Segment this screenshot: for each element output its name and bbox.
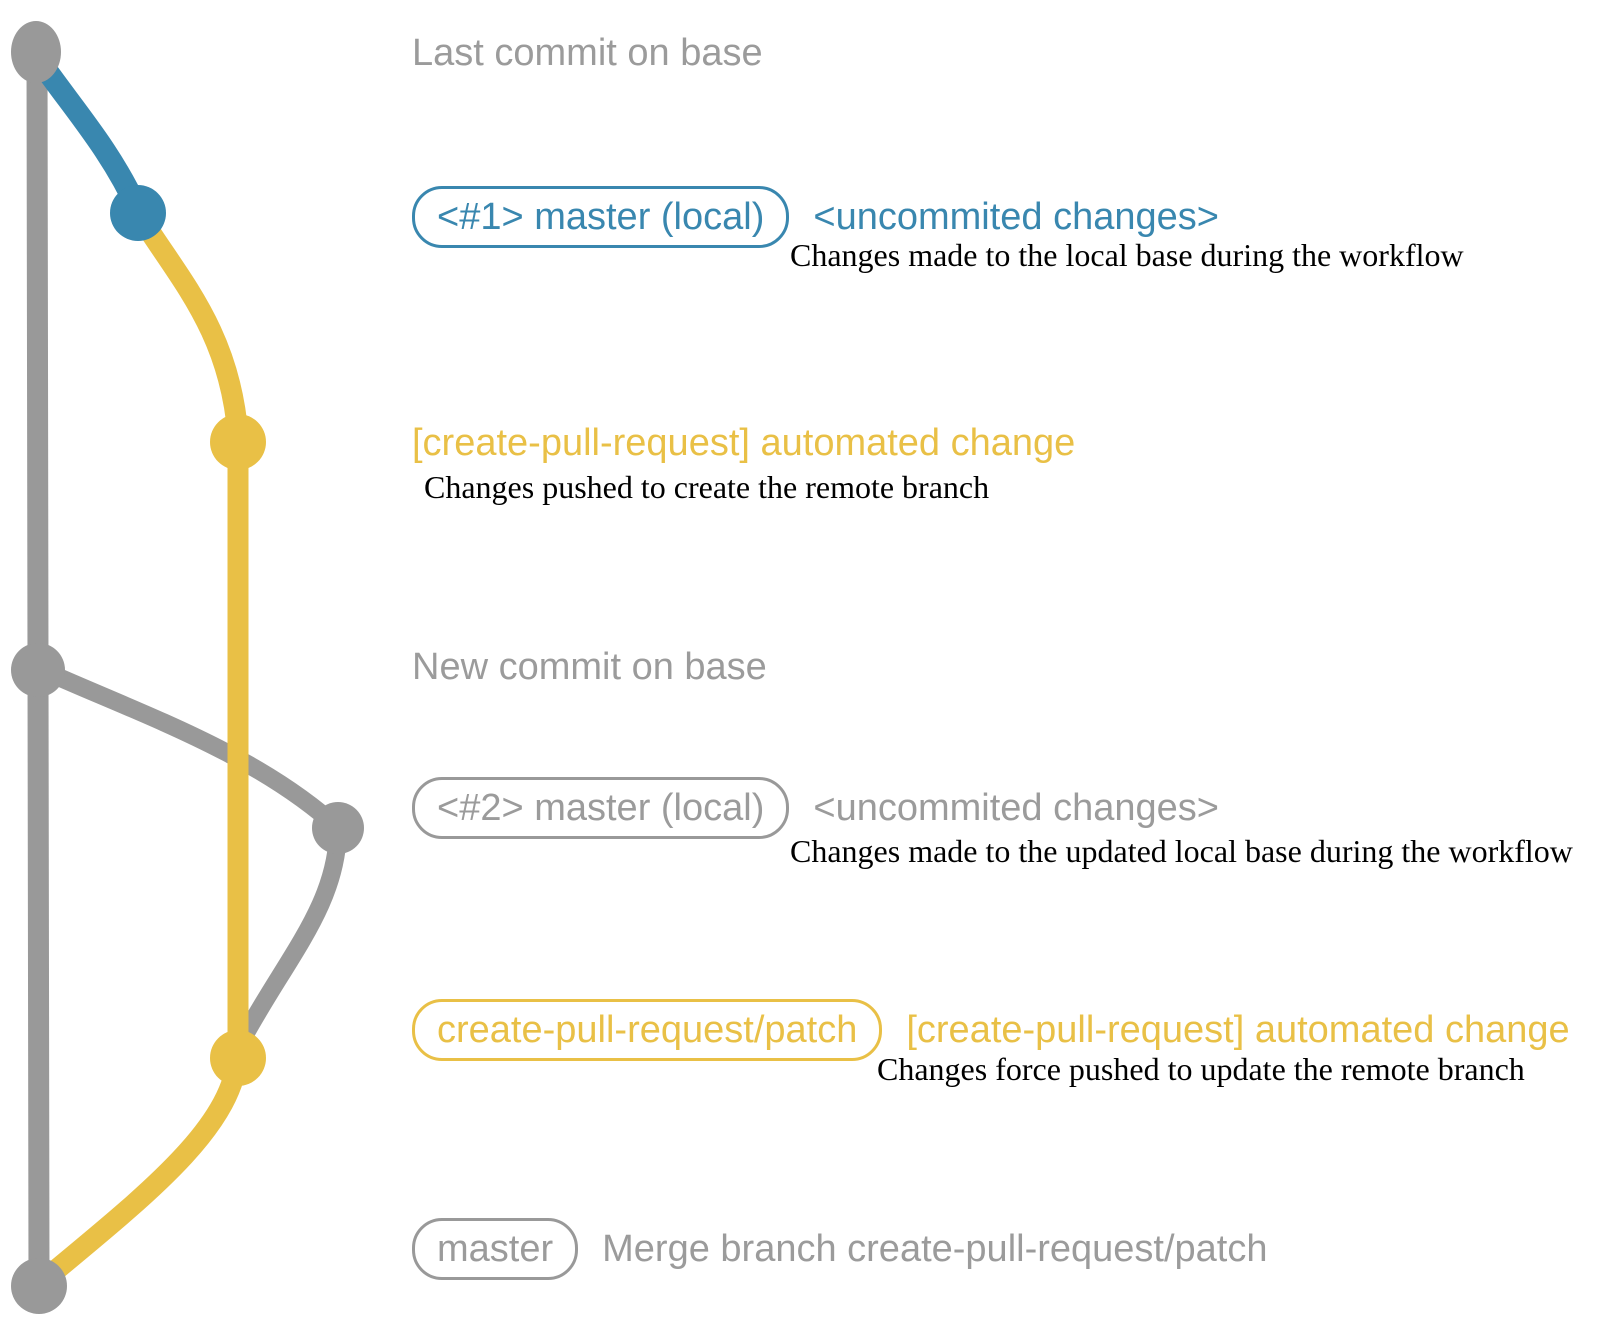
push1-description: Changes pushed to create the remote bran… [424,469,990,505]
local-branch-2-curve [29,659,348,1051]
push2-description: Changes force pushed to update the remot… [877,1051,1525,1087]
push1-message: [create-pull-request] automated change [412,422,1076,464]
label-last-commit-on-base: Last commit on base [412,34,763,72]
branch-badge-master-local-1: <#1> master (local) [412,186,790,248]
commit1-message: <uncommited changes> [813,196,1219,238]
label-new-commit-on-base: New commit on base [412,648,767,686]
label-patch-commit-2: create-pull-request/patch [create-pull-r… [412,999,1570,1061]
local-branch-1-curve [27,47,149,221]
label-local-commit-2: <#2> master (local) <uncommited changes> [412,777,1219,839]
commit-node-merge [11,1258,67,1314]
new-commit-title: New commit on base [412,646,767,688]
commit-node-patch-2 [210,1030,266,1086]
commit2-description: Changes made to the updated local base d… [790,833,1573,869]
commit-node-patch-1 [210,414,266,470]
last-commit-title: Last commit on base [412,32,763,74]
branch-badge-patch: create-pull-request/patch [412,999,883,1061]
branch-badge-master: master [412,1218,579,1280]
merge-message: Merge branch create-pull-request/patch [602,1228,1268,1270]
branch-badge-master-local-2: <#2> master (local) [412,777,790,839]
label-merge-commit: master Merge branch create-pull-request/… [412,1218,1268,1280]
commit-node-local-2 [312,802,364,854]
commit2-message: <uncommited changes> [813,787,1219,829]
commit-node-last-base [11,21,61,83]
push2-message: [create-pull-request] automated change [906,1009,1570,1051]
commit-node-local-1 [110,185,166,241]
label-local-commit-1: <#1> master (local) <uncommited changes> [412,186,1219,248]
commit1-description: Changes made to the local base during th… [790,237,1464,273]
label-patch-commit-1: [create-pull-request] automated change [412,424,1075,462]
commit-node-new-base [11,643,65,697]
